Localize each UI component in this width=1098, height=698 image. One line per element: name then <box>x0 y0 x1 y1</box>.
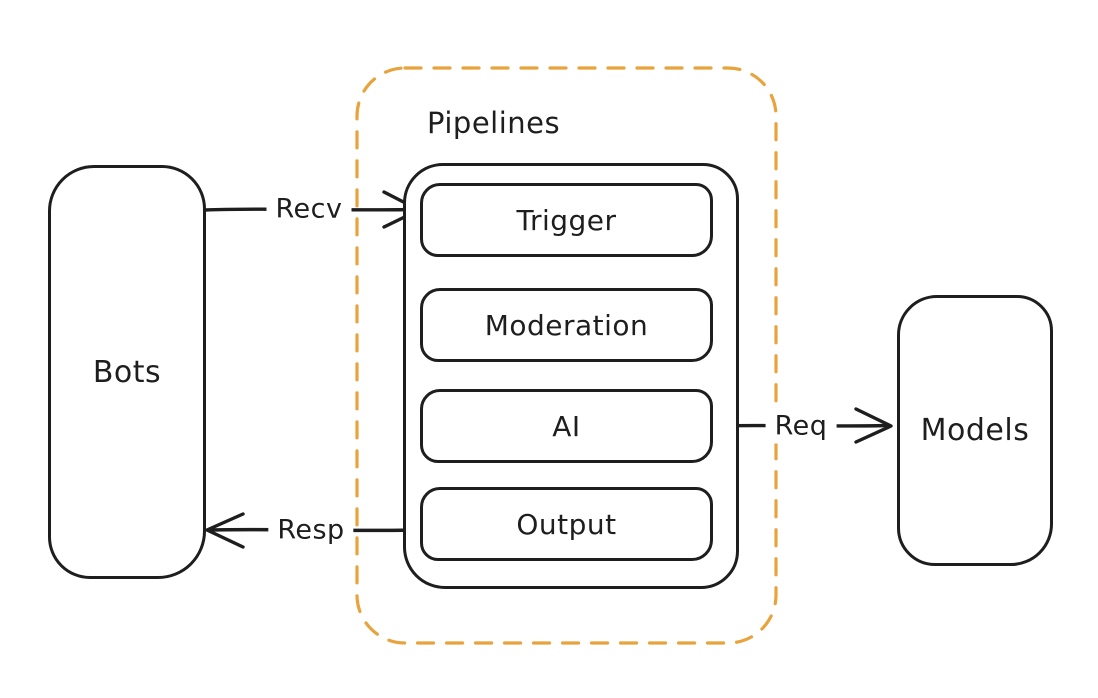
edge-label-req: Req <box>765 408 837 444</box>
arrowhead-left-icon <box>205 512 245 549</box>
stage-moderation-label: Moderation <box>484 308 649 342</box>
node-models-label: Models <box>920 413 1030 448</box>
edge-label-resp: Resp <box>268 512 354 548</box>
stage-trigger-label: Trigger <box>516 203 617 237</box>
stage-ai: AI <box>420 389 713 463</box>
pipelines-group-title: Pipelines <box>427 106 561 140</box>
stage-trigger: Trigger <box>420 183 713 257</box>
node-bots: Bots <box>48 165 206 579</box>
node-bots-label: Bots <box>92 354 162 390</box>
stage-ai-label: AI <box>552 409 581 443</box>
node-models: Models <box>897 295 1053 566</box>
edge-label-recv: Recv <box>266 191 352 227</box>
stage-output: Output <box>420 487 713 561</box>
stage-output-label: Output <box>516 507 617 541</box>
pipelines-stages-container: Trigger Moderation AI Output <box>403 163 739 589</box>
stage-moderation: Moderation <box>420 288 713 362</box>
arrowhead-right-icon <box>854 407 893 444</box>
